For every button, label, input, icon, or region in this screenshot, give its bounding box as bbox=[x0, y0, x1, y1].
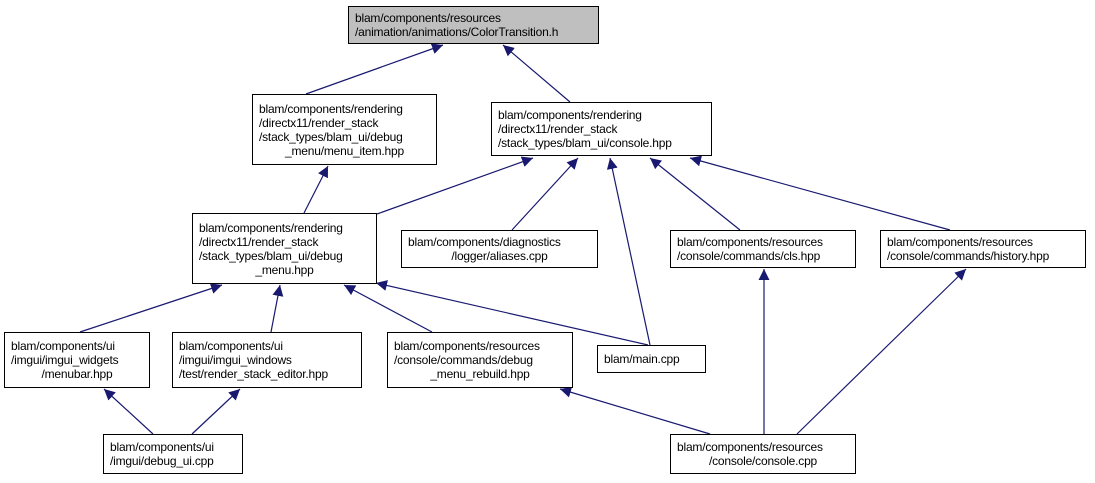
node-label-line: blam/components/diagnostics bbox=[408, 235, 561, 249]
edge-debug-ui-to-render-stack-editor bbox=[191, 388, 241, 435]
node-label-line: blam/components/resources bbox=[394, 339, 540, 353]
node-label-line: blam/components/resources bbox=[887, 235, 1033, 249]
node-label-line: /console/commands/history.hpp bbox=[887, 249, 1050, 263]
edge-debug-ui-to-menubar bbox=[103, 388, 154, 435]
edge-menubar-to-debug-menu bbox=[79, 283, 223, 333]
node-label-line: blam/components/ui bbox=[11, 339, 115, 353]
node-label-line: blam/components/resources bbox=[677, 235, 823, 249]
node-label-line: /imgui/debug_ui.cpp bbox=[110, 454, 214, 468]
node-history[interactable]: blam/components/resources/console/comman… bbox=[880, 230, 1086, 268]
node-cls[interactable]: blam/components/resources/console/comman… bbox=[670, 230, 856, 268]
node-label-line: /directx11/render_stack bbox=[259, 115, 379, 130]
node-label-line: /stack_types/blam_ui/debug bbox=[259, 129, 403, 144]
node-label-line: /console/console.cpp bbox=[708, 454, 818, 468]
edge-console-cpp-to-debug-menu-rebuild bbox=[559, 386, 711, 435]
node-label-line: /stack_types/blam_ui/console.hpp bbox=[498, 136, 672, 150]
node-aliases[interactable]: blam/components/diagnostics/logger/alias… bbox=[401, 230, 598, 268]
node-label-line: /directx11/render_stack bbox=[199, 234, 319, 249]
edge-main-cpp-to-debug-menu bbox=[375, 280, 649, 346]
node-label-line: blam/main.cpp bbox=[604, 352, 680, 366]
node-debug-menu[interactable]: blam/components/rendering/directx11/rend… bbox=[192, 213, 377, 284]
node-label-line: _menu/menu_item.hpp bbox=[285, 143, 404, 158]
node-label-line: blam/components/resources bbox=[355, 11, 501, 25]
node-label-line: blam/components/rendering bbox=[199, 220, 343, 235]
node-label-line: /imgui/imgui_widgets bbox=[11, 353, 119, 367]
node-color-transition: blam/components/resources/animation/anim… bbox=[348, 6, 599, 44]
node-label-line: /imgui/imgui_windows bbox=[179, 353, 292, 367]
edge-menu-item-to-color-transition bbox=[305, 43, 444, 95]
edge-debug-menu-to-menu-item bbox=[303, 165, 329, 214]
edge-console-cpp-to-history bbox=[796, 268, 967, 435]
edge-main-cpp-to-console-hpp bbox=[606, 157, 651, 346]
edge-render-stack-editor-to-debug-menu bbox=[270, 284, 284, 333]
node-label-line: /stack_types/blam_ui/debug bbox=[199, 248, 343, 263]
node-label-line: blam/components/ui bbox=[110, 440, 214, 454]
node-debug-ui[interactable]: blam/components/ui/imgui/debug_ui.cpp bbox=[103, 434, 243, 474]
node-label-line: /animation/animations/ColorTransition.h bbox=[355, 25, 559, 39]
node-label-line: blam/components/rendering bbox=[498, 108, 642, 122]
node-console-hpp[interactable]: blam/components/rendering/directx11/rend… bbox=[491, 102, 712, 156]
node-label-line: blam/components/rendering bbox=[259, 101, 403, 116]
node-label-line: _menu.hpp bbox=[255, 262, 314, 277]
node-menu-item[interactable]: blam/components/rendering/directx11/rend… bbox=[252, 94, 437, 165]
node-label-line: blam/components/ui bbox=[179, 339, 283, 353]
edge-history-to-console-hpp bbox=[689, 155, 951, 231]
node-label-line: /test/render_stack_editor.hpp bbox=[179, 367, 328, 381]
node-label-line: blam/components/resources bbox=[677, 440, 823, 454]
edge-console-hpp-to-color-transition bbox=[502, 44, 571, 103]
node-label-line: /directx11/render_stack bbox=[498, 122, 618, 136]
node-main-cpp[interactable]: blam/main.cpp bbox=[597, 345, 706, 373]
node-menubar[interactable]: blam/components/ui/imgui/imgui_widgets/m… bbox=[4, 332, 150, 388]
node-label-line: /console/commands/cls.hpp bbox=[677, 249, 821, 263]
node-label-line: _menu_rebuild.hpp bbox=[430, 367, 530, 381]
node-debug-menu-rebuild[interactable]: blam/components/resources/console/comman… bbox=[387, 332, 573, 388]
node-render-stack-editor[interactable]: blam/components/ui/imgui/imgui_windows/t… bbox=[172, 332, 362, 388]
edge-cls-to-console-hpp bbox=[649, 157, 741, 231]
node-label-line: /console/commands/debug bbox=[394, 353, 533, 367]
edge-debug-menu-rebuild-to-debug-menu bbox=[343, 284, 433, 333]
edge-debug-menu-to-console-hpp bbox=[376, 156, 534, 215]
node-label-line: /logger/aliases.cpp bbox=[451, 249, 548, 263]
edge-aliases-to-console-hpp bbox=[511, 157, 579, 231]
node-label-line: /menubar.hpp bbox=[41, 367, 113, 381]
node-console-cpp[interactable]: blam/components/resources/console/consol… bbox=[670, 434, 856, 474]
